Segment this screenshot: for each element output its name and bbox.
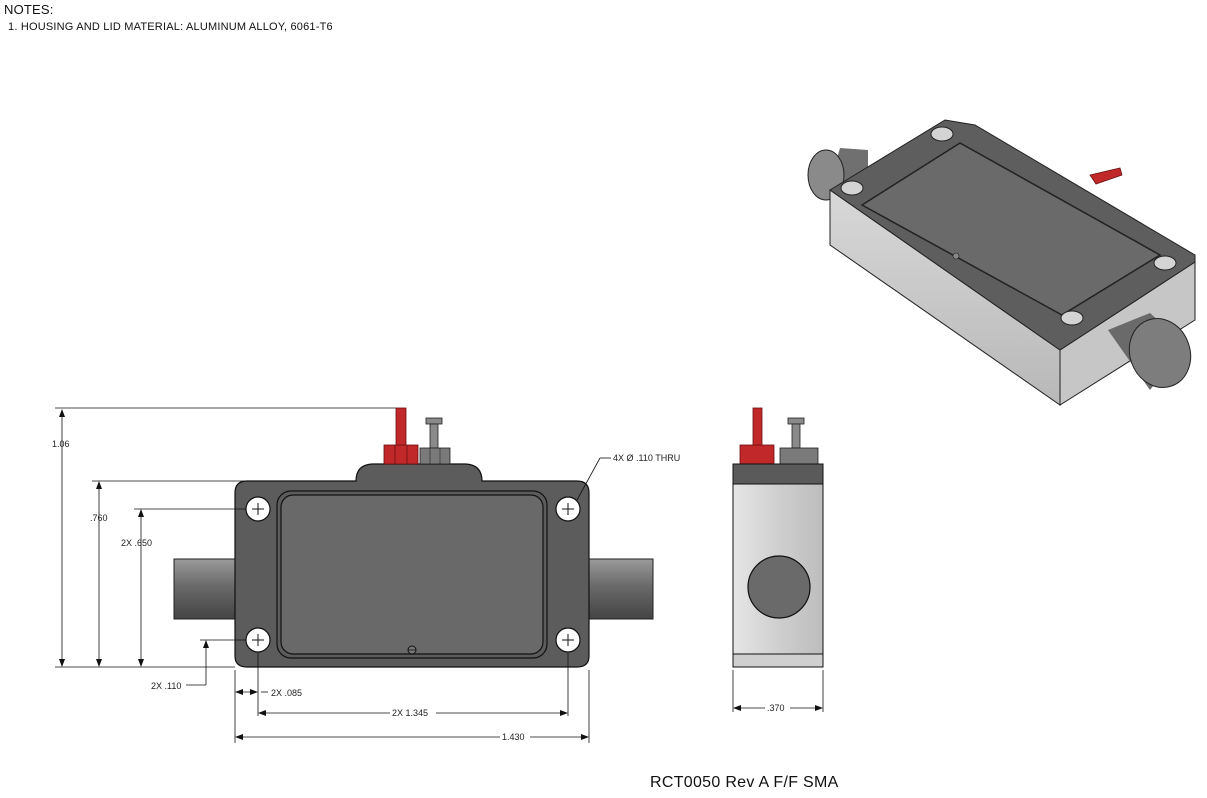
lid-outer <box>276 490 548 659</box>
iso-hole-3 <box>1153 255 1177 271</box>
side-gray-post <box>791 423 801 449</box>
mount-hole-tl <box>245 496 271 522</box>
side-base <box>732 653 824 668</box>
left-sma-connector <box>173 558 238 620</box>
dimension-lines <box>55 407 611 743</box>
dim-side-width: .370 <box>767 703 785 713</box>
dim-overall-width: 1.430 <box>502 732 525 742</box>
side-red-pin <box>752 407 763 447</box>
iso-lid-screw <box>952 252 960 260</box>
right-sma-connector <box>587 558 654 620</box>
red-pin <box>395 407 407 447</box>
lid <box>280 494 544 655</box>
gray-post-head <box>425 417 443 425</box>
dim-overall-height: 1.06 <box>52 439 70 449</box>
isometric-view <box>807 119 1196 406</box>
gray-post <box>429 423 439 449</box>
dim-hole-spacing-h: 2X 1.345 <box>392 708 428 718</box>
gray-post-nut <box>419 447 451 465</box>
mount-hole-br <box>555 627 581 653</box>
iso-red-pin <box>1089 167 1123 185</box>
iso-right-connector <box>1108 313 1192 390</box>
part-number-caption: RCT0050 Rev A F/F SMA <box>650 774 839 791</box>
iso-hole-2 <box>840 180 864 196</box>
mount-hole-bl <box>245 627 271 653</box>
front-view <box>173 407 654 668</box>
dimension-arrows <box>59 409 589 740</box>
side-lid <box>732 463 824 485</box>
side-view: .370 <box>732 407 824 713</box>
note-item-1: 1. HOUSING AND LID MATERIAL: ALUMINUM AL… <box>8 21 333 33</box>
dim-hole-spacing-v: 2X .650 <box>121 538 152 548</box>
red-pin-nut <box>383 444 419 465</box>
dim-hole-offset-v: 2X .110 <box>151 681 181 691</box>
dimension-texts: 1.06 .760 2X .650 2X .110 2X .085 2X 1.3… <box>52 439 680 742</box>
dim-hole-offset-h: 2X .085 <box>271 688 302 698</box>
notes-title: NOTES: <box>4 2 54 17</box>
iso-hole-4 <box>1060 310 1084 326</box>
iso-hole-1 <box>930 126 954 142</box>
side-red-nut <box>739 444 775 465</box>
dim-body-height: .760 <box>90 513 108 523</box>
side-connector <box>747 555 811 619</box>
dim-hole-callout: 4X Ø .110 THRU <box>613 453 680 463</box>
iso-lid <box>860 142 1162 316</box>
mount-hole-tr <box>555 496 581 522</box>
